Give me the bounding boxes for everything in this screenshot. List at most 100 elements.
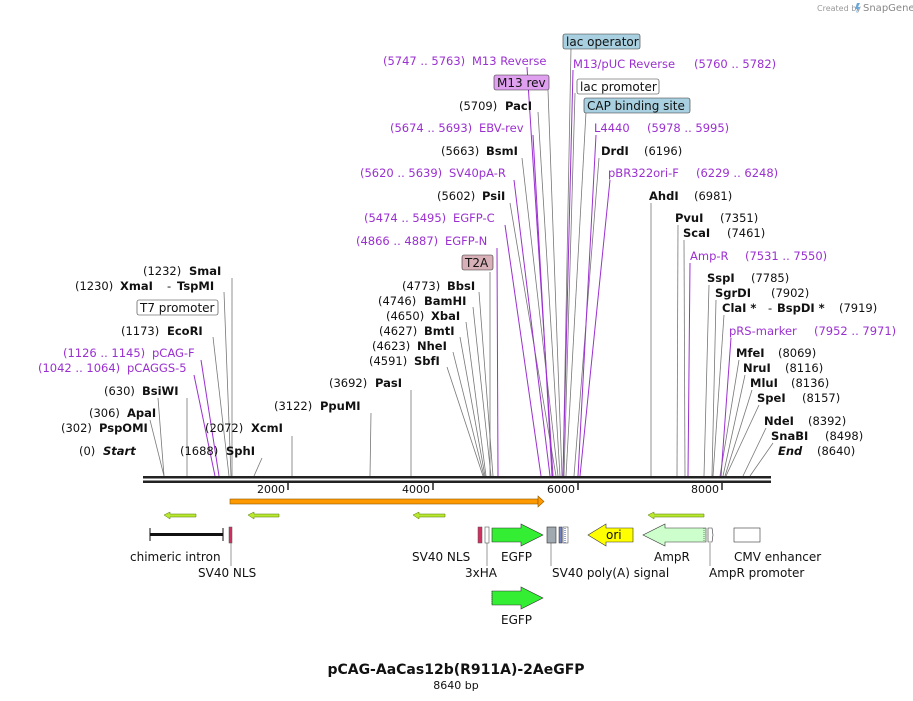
enzyme-position: (4623) — [372, 339, 410, 353]
enzyme-label: BbsI — [447, 279, 475, 293]
sv40-nls-label: SV40 NLS — [412, 550, 470, 564]
enzyme-label: MluI — [750, 376, 778, 390]
m13-rev-label: M13 rev — [493, 74, 550, 91]
enzyme-label: SmaI — [189, 264, 221, 278]
enzyme-position: (302) — [61, 421, 92, 435]
enzyme-label: NruI — [743, 361, 771, 375]
primer-position: (7952 .. 7971) — [814, 324, 896, 338]
egfp-label: EGFP — [501, 550, 532, 564]
enzyme-label: SphI — [226, 444, 255, 458]
sv40-nls-feature — [228, 526, 233, 566]
egfp-label: EGFP — [501, 613, 532, 627]
separator-dash: - — [167, 279, 171, 293]
enzyme-label: PspOMI — [99, 421, 148, 435]
map-length: 8640 bp — [433, 679, 478, 692]
svg-text:M13 rev: M13 rev — [497, 76, 546, 90]
enzyme-position: (8116) — [785, 361, 823, 375]
tick-label: 6000 — [547, 483, 575, 496]
sv40-nls-label: SV40 NLS — [198, 566, 256, 580]
cmv-enhancer-label: CMV enhancer — [734, 550, 821, 564]
enzyme-label: ApaI — [127, 406, 156, 420]
tick-label: 8000 — [691, 483, 719, 496]
enzyme-label: SnaBI — [771, 429, 808, 443]
enzyme-label: PasI — [375, 376, 402, 390]
enzyme-label: SpeI — [757, 391, 786, 405]
primer-label: EBV-rev — [479, 121, 524, 135]
primer-label: pRS-marker — [729, 324, 797, 338]
enzyme-label: BamHI — [424, 294, 466, 308]
enzyme-label: XcmI — [251, 421, 283, 435]
sequence-backbone — [143, 476, 771, 483]
ampr-label: AmpR — [654, 550, 690, 564]
enzyme-position: (4627) — [379, 324, 417, 338]
enzyme-label: XbaI — [431, 309, 460, 323]
enzyme-label: SspI — [707, 271, 735, 285]
ori-arrow-icon — [587, 523, 634, 547]
3xha-label: 3xHA — [465, 566, 498, 580]
enzyme-label: PacI — [505, 99, 532, 113]
primer-position: (5674 .. 5693) — [390, 121, 472, 135]
enzyme-position: (306) — [89, 406, 120, 420]
map-title: pCAG-AaCas12b(R911A)-2AeGFP — [327, 662, 584, 678]
sv40-nls-feature — [477, 526, 483, 544]
enzyme-position: (8498) — [825, 429, 863, 443]
enzyme-position: (6196) — [644, 144, 682, 158]
cmv-enhancer-feature — [733, 527, 761, 543]
primer-label: L4440 — [594, 121, 630, 135]
primer-position: (4866 .. 4887) — [356, 234, 438, 248]
egfp-arrow-icon — [491, 523, 544, 547]
enzyme-position: (5663) — [441, 144, 479, 158]
svg-text:T7 promoter: T7 promoter — [139, 301, 215, 315]
primer-position: (5620 .. 5639) — [360, 166, 442, 180]
snapgene-logo-icon — [855, 3, 860, 13]
small-orf-arrow — [163, 511, 705, 520]
enzyme-label: BsmI — [486, 144, 518, 158]
enzyme-position: (6981) — [694, 189, 732, 203]
svg-text:CAP binding site: CAP binding site — [587, 99, 685, 113]
enzyme-position: (7351) — [720, 211, 758, 225]
enzyme-label: PpuMI — [320, 399, 361, 413]
primer-position: (1042 .. 1064) — [38, 361, 120, 375]
enzyme-position: (8069) — [778, 346, 816, 360]
svg-text:T2A: T2A — [464, 256, 489, 270]
primer-position: (5978 .. 5995) — [647, 121, 729, 135]
enzyme-position: (3692) — [329, 376, 367, 390]
enzyme-label: DrdI — [601, 144, 629, 158]
start-label: Start — [103, 444, 136, 458]
primer-label: M13/pUC Reverse — [573, 57, 675, 71]
orf-arrow — [229, 495, 545, 508]
end-position: (8640) — [817, 444, 855, 458]
credit-brand: SnapGene — [863, 3, 913, 14]
credit-prefix: Created by — [817, 4, 861, 13]
sv40-polya-label: SV40 poly(A) signal — [552, 566, 669, 580]
ampr-arrow-icon — [642, 523, 707, 547]
primer-position: (1126 .. 1145) — [63, 346, 145, 360]
sv40-polya-feature — [546, 526, 569, 566]
primer-label: Amp-R — [690, 249, 729, 263]
enzyme-label: PsiI — [482, 189, 505, 203]
end-label: End — [778, 444, 803, 458]
enzyme-position: (2072) — [205, 421, 243, 435]
start-position: (0) — [79, 444, 95, 458]
enzyme-position: (5602) — [437, 189, 475, 203]
enzyme-position: (4650) — [386, 309, 424, 323]
svg-text:lac promoter: lac promoter — [580, 80, 657, 94]
enzyme-label: BspDI * — [777, 301, 825, 315]
t2a-label: T2A — [461, 254, 494, 271]
enzyme-label: TspMI — [177, 279, 214, 293]
ruler-ticks — [287, 483, 723, 490]
enzyme-label: PvuI — [675, 211, 703, 225]
enzyme-position: (7461) — [727, 226, 765, 240]
enzyme-position: (1230) — [75, 279, 113, 293]
enzyme-label: XmaI — [120, 279, 153, 293]
enzyme-label: ScaI — [683, 226, 710, 240]
primer-position: (5474 .. 5495) — [364, 211, 446, 225]
enzyme-label: NdeI — [764, 414, 794, 428]
primer-connector-lines — [193, 66, 732, 477]
enzyme-position: (8392) — [808, 414, 846, 428]
ampr-promoter-feature — [707, 527, 714, 566]
primer-label: M13 Reverse — [472, 54, 546, 68]
enzyme-label: AhdI — [649, 189, 679, 203]
primer-label: SV40pA-R — [449, 166, 506, 180]
